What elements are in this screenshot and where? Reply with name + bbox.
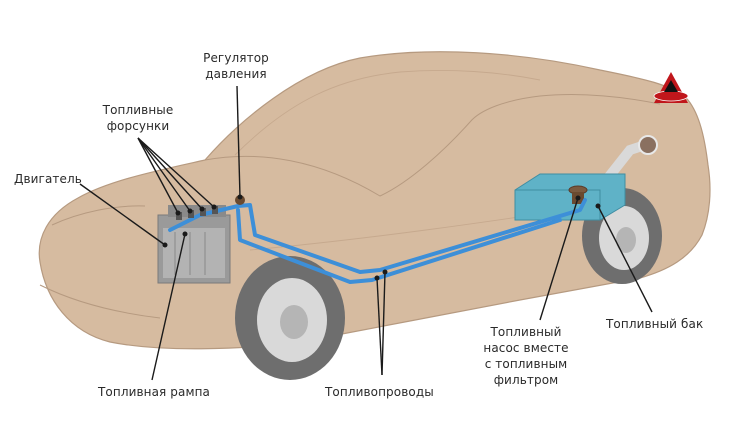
front-wheel (235, 256, 345, 380)
pressure-regulator (235, 195, 245, 205)
label-injectors: Топливные форсунки (98, 102, 178, 134)
label-fuel-rail-line-1: Топливная рампа (98, 385, 211, 399)
logo-badge-icon (653, 72, 689, 103)
filler-cap (638, 135, 658, 155)
window-line (234, 69, 541, 156)
label-pressure-regulator-line-1: Регулятор (203, 51, 269, 65)
label-engine-line-1: Двигатель (14, 172, 82, 186)
label-fuel-pump: Топливный насос вместе с топливным фильт… (470, 324, 582, 388)
injectors (176, 206, 218, 220)
label-fuel-pump-line-1: Топливный (490, 325, 562, 339)
label-pressure-regulator-line-2: давления (205, 67, 267, 81)
leader-lines (79, 85, 653, 381)
label-fuel-tank: Топливный бак (606, 316, 703, 332)
label-fuel-lines: Топливопроводы (325, 384, 434, 400)
headlight-line (51, 205, 146, 226)
label-injectors-line-1: Топливные (102, 103, 174, 117)
leader-dots (162, 194, 601, 281)
label-fuel-lines-line-1: Топливопроводы (325, 385, 434, 399)
label-injectors-line-2: форсунки (106, 119, 170, 133)
label-fuel-pump-line-2: насос вместе (483, 341, 569, 355)
label-fuel-pump-line-4: фильтром (493, 373, 559, 387)
engine-block (157, 205, 231, 284)
label-pressure-regulator: Регулятор давления (200, 50, 272, 82)
fuel-tank (514, 173, 626, 221)
label-fuel-tank-line-1: Топливный бак (606, 317, 704, 331)
label-fuel-pump-line-3: с топливным (484, 357, 568, 371)
label-engine: Двигатель (14, 171, 82, 187)
bumper-line (39, 284, 161, 319)
label-fuel-rail: Топливная рампа (98, 384, 210, 400)
roof-line (204, 93, 661, 197)
